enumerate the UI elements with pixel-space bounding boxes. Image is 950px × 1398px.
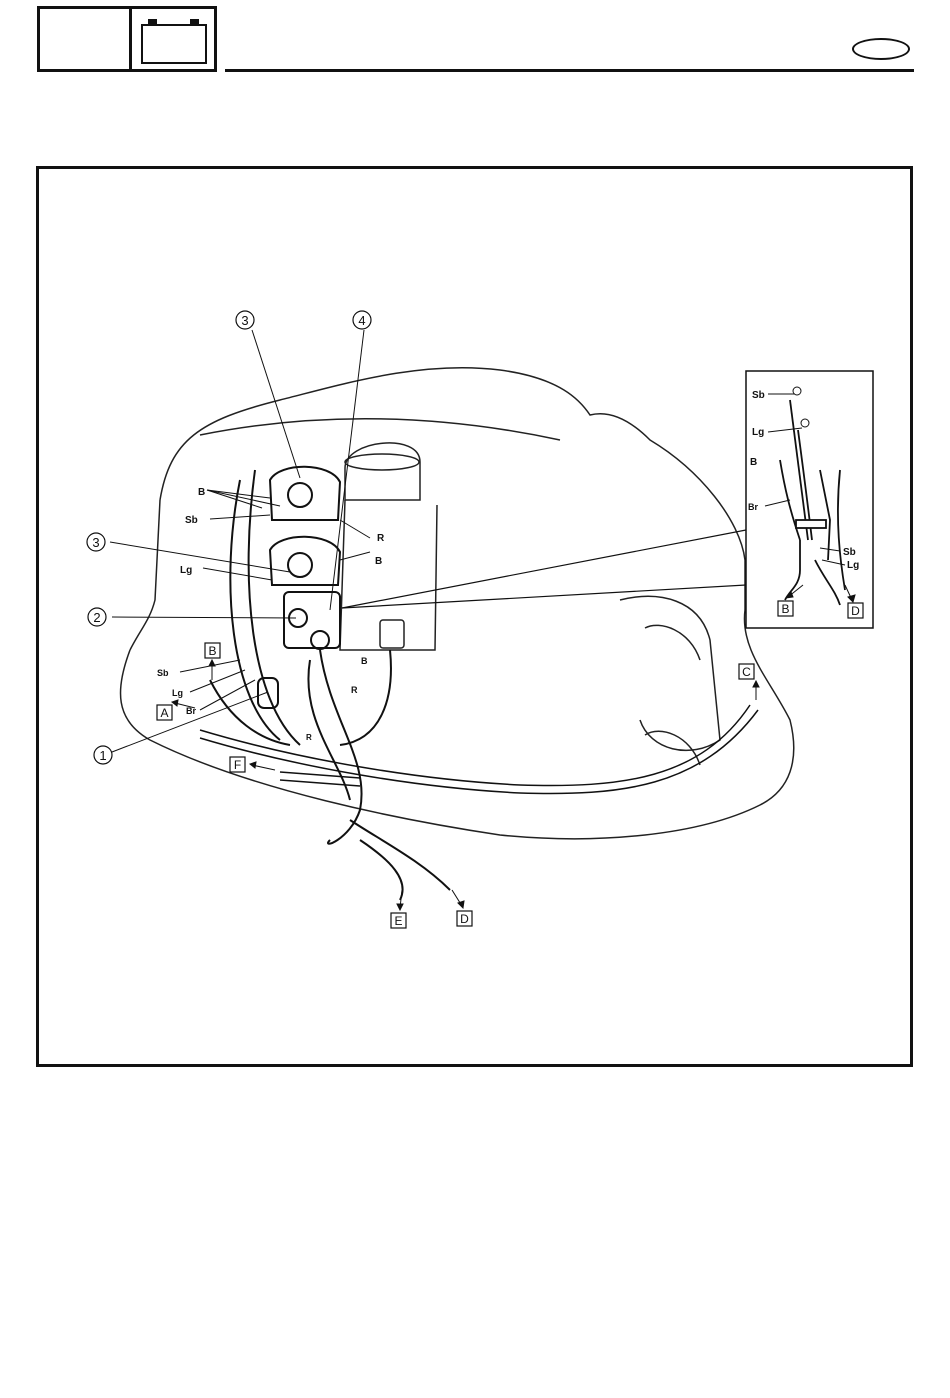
svg-text:3: 3 (241, 313, 248, 328)
wire-label-r-bottom: R (306, 733, 312, 742)
svg-text:E: E (394, 914, 402, 928)
svg-text:2: 2 (93, 610, 100, 625)
svg-text:B: B (208, 644, 216, 658)
wire-label-sb-top: Sb (185, 515, 198, 526)
inset-ref-box-d-text: D (851, 604, 860, 618)
ignition-coil-upper (270, 467, 340, 520)
callout-4: 4 (353, 311, 371, 329)
inset-detail: Sb Lg B Br Sb Lg B D (746, 371, 873, 628)
svg-text:F: F (234, 758, 241, 772)
ref-box-a: A (157, 705, 172, 720)
ref-box-f: F (230, 757, 245, 772)
wire-label-lg-low: Lg (172, 688, 183, 698)
wire-label-sb-low: Sb (157, 668, 169, 678)
callout-3-top: 3 (236, 311, 254, 329)
callout-2: 2 (88, 608, 106, 626)
wire-label-r-top: R (377, 533, 385, 544)
inset-label-b: B (750, 457, 757, 468)
inset-ref-box-b: B (778, 601, 793, 616)
cowling-outline (120, 368, 793, 839)
svg-text:C: C (742, 665, 751, 679)
wire-label-r-lower: R (351, 685, 358, 695)
engine-block (340, 443, 720, 765)
inset-label-sb-bottom: Sb (843, 547, 856, 558)
wire-label-b-right: B (375, 556, 382, 567)
inset-ref-box-b-text: B (781, 602, 789, 616)
inset-label-lg-bottom: Lg (847, 560, 859, 571)
inset-label-br: Br (748, 502, 758, 512)
svg-text:A: A (160, 706, 168, 720)
ignition-coil-lower (270, 537, 340, 585)
inset-ref-box-d: D (848, 603, 863, 618)
direction-arrows (172, 585, 855, 910)
svg-text:3: 3 (92, 535, 99, 550)
ref-box-c: C (739, 664, 754, 679)
zoom-lines (342, 530, 746, 608)
inset-label-lg-top: Lg (752, 427, 764, 438)
wire-label-b-top: B (198, 487, 205, 498)
leader-lines (110, 330, 370, 752)
svg-text:1: 1 (99, 748, 106, 763)
ref-box-b-main: B (205, 643, 220, 658)
ref-box-e: E (391, 913, 406, 928)
wire-label-b-lower: B (361, 656, 368, 666)
callout-3-mid: 3 (87, 533, 105, 551)
svg-text:D: D (460, 912, 469, 926)
inset-label-sb-top: Sb (752, 390, 765, 401)
svg-text:4: 4 (358, 313, 365, 328)
wire-label-lg-mid: Lg (180, 565, 192, 576)
ref-box-d-main: D (457, 911, 472, 926)
callout-1: 1 (94, 746, 112, 764)
